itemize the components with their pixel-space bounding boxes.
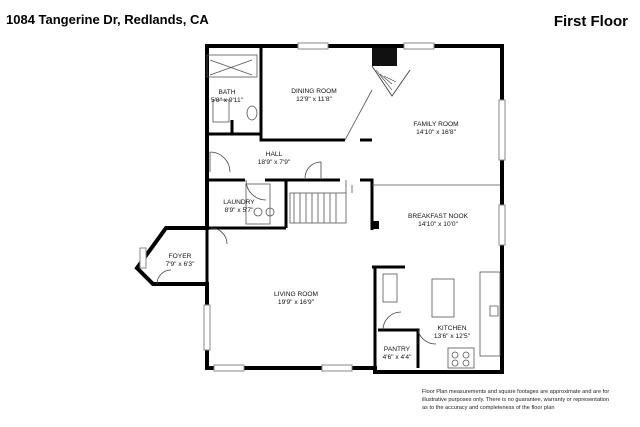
- floor-label: First Floor: [553, 13, 628, 30]
- detail-lines: [206, 54, 501, 369]
- room-size-bath: 5'8" x 9'11": [211, 97, 244, 104]
- room-label-breakfast-nook: BREAKFAST NOOK: [408, 213, 469, 220]
- room-label-dining-room: DINING ROOM: [291, 88, 336, 95]
- property-address: 1084 Tangerine Dr, Redlands, CA: [6, 12, 209, 27]
- room-size-living-room: 19'9" x 16'9": [278, 299, 315, 306]
- room-label-family-room: FAMILY ROOM: [413, 121, 458, 128]
- room-size-hall: 18'9" x 7'9": [258, 159, 291, 166]
- room-label-laundry: LAUNDRY: [223, 199, 255, 206]
- room-label-bath: BATH: [218, 89, 235, 96]
- room-label-kitchen: KITCHEN: [438, 325, 467, 332]
- room-size-kitchen: 13'6" x 12'5": [434, 333, 471, 340]
- room-size-laundry: 8'9" x 5'7": [225, 207, 254, 214]
- interior-walls: [205, 46, 420, 372]
- room-label-hall: HALL: [266, 151, 283, 158]
- room-size-pantry: 4'6" x 4'4": [383, 354, 412, 361]
- disclaimer-note: Floor Plan measurements and square foota…: [422, 388, 634, 412]
- room-size-foyer: 7'9" x 6'3": [166, 261, 195, 268]
- room-label-living-room: LIVING ROOM: [274, 291, 318, 298]
- disclaimer-line: as to the accuracy and completeness of t…: [422, 405, 555, 411]
- door-swings: [156, 151, 437, 345]
- stairs: [371, 48, 411, 229]
- room-size-dining-room: 12'9" x 11'8": [296, 96, 332, 103]
- disclaimer-line: Floor Plan measurements and square foota…: [422, 389, 610, 395]
- room-label-pantry: PANTRY: [384, 346, 411, 353]
- room-size-family-room: 14'10" x 16'8": [416, 129, 456, 136]
- room-label-foyer: FOYER: [169, 253, 192, 260]
- disclaimer-line: illustrative purposes only. There is no …: [422, 397, 609, 403]
- room-size-breakfast-nook: 14'10" x 10'0": [418, 221, 458, 228]
- windows: [139, 42, 506, 372]
